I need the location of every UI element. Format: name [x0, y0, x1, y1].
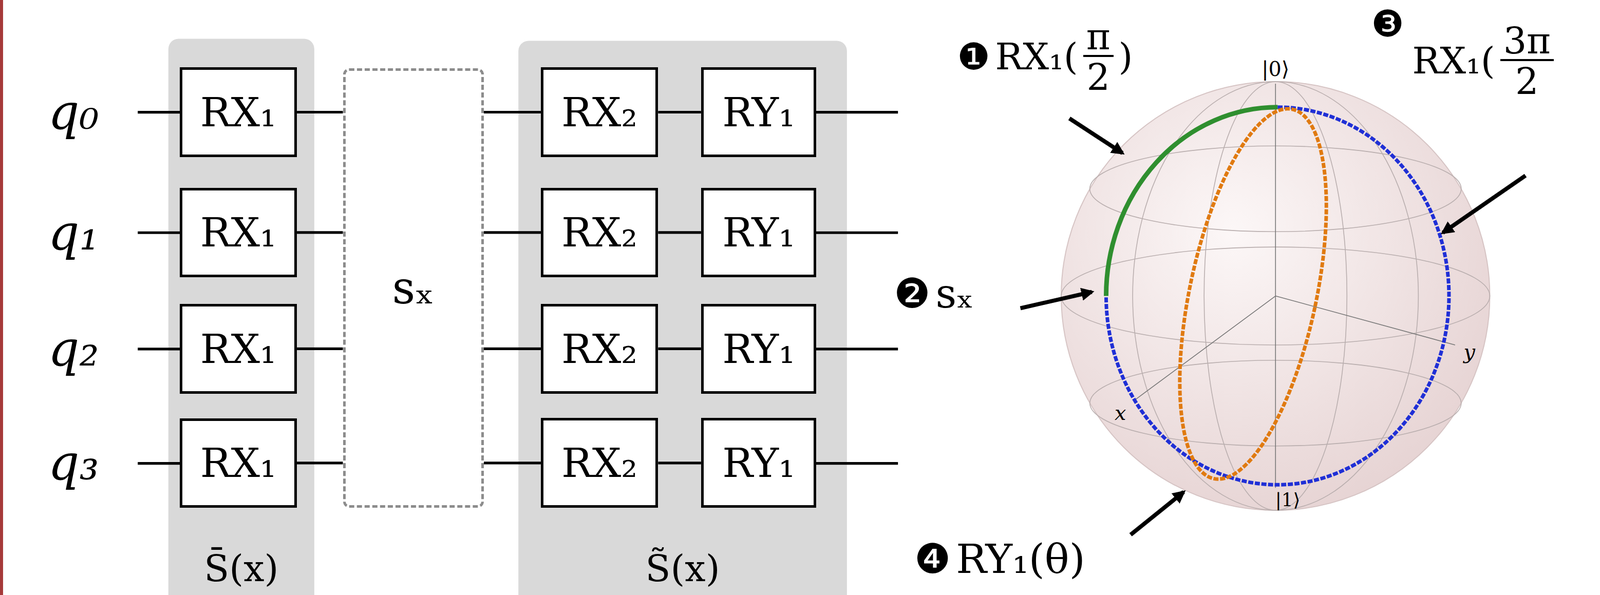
gate-label: RX₂ [561, 440, 638, 486]
callout-number: ❷ [893, 271, 931, 316]
label-group: ❶RX₁(π2) [956, 18, 1133, 97]
panel-layer [168, 39, 847, 595]
axis-label: x [1114, 402, 1126, 425]
panel-ground [518, 41, 847, 595]
qubit-label: q₂ [47, 322, 99, 376]
fraction-denominator: 2 [1086, 57, 1110, 96]
gate-label: RY₁ [722, 326, 796, 372]
gate-label: RX₁ [200, 210, 277, 255]
gate-label: RX₁ [200, 326, 277, 372]
gate-label: sₓ [392, 263, 435, 313]
gate-label: RX₁ [200, 440, 277, 486]
panel-ground [168, 39, 315, 595]
axis-label: y [1463, 341, 1475, 364]
gate-box: RX₂ [540, 304, 658, 394]
angle-label: RX₁( [994, 36, 1078, 78]
callout-label: sₓ [935, 271, 974, 316]
gate-label: RX₂ [561, 210, 638, 255]
gate-label: RY₁ [722, 89, 796, 135]
label-group: ❹RY₁(θ) [914, 536, 1086, 582]
label-group: q₀ [47, 85, 99, 140]
qubit-wire [657, 461, 701, 465]
gate-box: RY₁ [701, 67, 817, 158]
gate-box: RX₂ [540, 67, 658, 158]
qubit-wires [137, 112, 898, 464]
qubit-wire [657, 110, 701, 114]
basis-state: |1⟩ [1275, 490, 1301, 511]
fraction-numerator: π [1083, 18, 1114, 58]
leader-arrow [1020, 292, 1093, 309]
gate-box: RX₁ [179, 187, 297, 278]
label-group: ❸ [1371, 4, 1405, 45]
qubit-wire [296, 461, 343, 465]
x-axis [1134, 296, 1276, 401]
qubit-wire [483, 231, 541, 234]
gate-label: RX₂ [561, 326, 638, 372]
angle-label: RY₁(θ) [955, 536, 1086, 582]
callout-number: ❶ [956, 36, 990, 78]
y-axis [1275, 296, 1456, 346]
qubit-wire [483, 347, 541, 351]
qubit-wire [296, 347, 343, 351]
qubit-wire [483, 110, 541, 114]
gate-label: RX₂ [561, 89, 638, 135]
data-state-box: sₓ [343, 68, 484, 508]
bloch-sphere [1061, 81, 1490, 511]
block-title: S̃(x) [645, 549, 720, 590]
gate-box: RX₂ [540, 187, 658, 278]
label-group: ❷sₓ [893, 271, 974, 316]
label-group: q₁ [47, 205, 99, 260]
qubit-label: q₃ [47, 436, 99, 491]
fraction: π2 [1083, 18, 1114, 97]
fraction-denominator: 2 [1515, 61, 1539, 100]
qubit-wire [296, 110, 343, 114]
gate-box: RX₁ [179, 67, 297, 158]
encoding-block: S̃(x) RX₂ RY₁ RX₂ RY₁ RX₂ RY₁ RX₂ RY₁ [518, 40, 847, 595]
gate-box: RX₁ [179, 418, 297, 509]
label-group: y [1463, 341, 1475, 364]
label-group: q₂ [47, 322, 99, 376]
angle-label: ) [1118, 36, 1134, 78]
label-group: |0⟩ [1261, 58, 1290, 81]
gate-box: RY₁ [701, 187, 817, 278]
qubit-label: q₁ [47, 205, 99, 260]
label-group: RX₁(3π2 [1412, 22, 1554, 101]
blue-trajectory [1105, 107, 1449, 486]
qubit-label: q₀ [47, 85, 99, 140]
gate-box: RY₁ [701, 418, 817, 508]
edge-strip [0, 0, 4, 595]
qubit-wire [657, 347, 701, 351]
gate-label: RX₁ [200, 89, 277, 135]
basis-state: |0⟩ [1261, 58, 1290, 81]
gate-box: RX₁ [179, 304, 297, 394]
gate-box: RY₁ [701, 304, 817, 394]
gate-label: RY₁ [722, 440, 796, 486]
gate-box: RX₂ [540, 418, 658, 508]
z-axis [1274, 83, 1276, 488]
qubit-wire [483, 461, 541, 465]
label-group: x [1114, 402, 1126, 425]
orange-trajectory [1152, 96, 1355, 493]
callout-number: ❸ [1371, 4, 1405, 45]
green-trajectory [1105, 107, 1278, 297]
sphere-grid [1061, 81, 1490, 511]
fraction-numerator: 3π [1500, 22, 1554, 62]
angle-label: RX₁( [1412, 41, 1495, 82]
label-group: q₃ [47, 436, 99, 491]
encoding-block: S̄(x) RX₁ RX₁ RX₁ RX₁ [168, 38, 315, 595]
leader-arrow [1130, 492, 1184, 535]
qubit-wire [657, 231, 701, 234]
qubit-wire [296, 231, 343, 234]
leader-arrow [1069, 118, 1123, 154]
block-title: S̄(x) [203, 549, 279, 590]
label-group: |1⟩ [1275, 490, 1301, 511]
leader-arrow [1442, 175, 1526, 233]
gate-label: RY₁ [722, 210, 796, 255]
leader-arrows [1020, 118, 1526, 536]
callout-number: ❹ [914, 536, 951, 582]
fraction: 3π2 [1500, 22, 1554, 101]
